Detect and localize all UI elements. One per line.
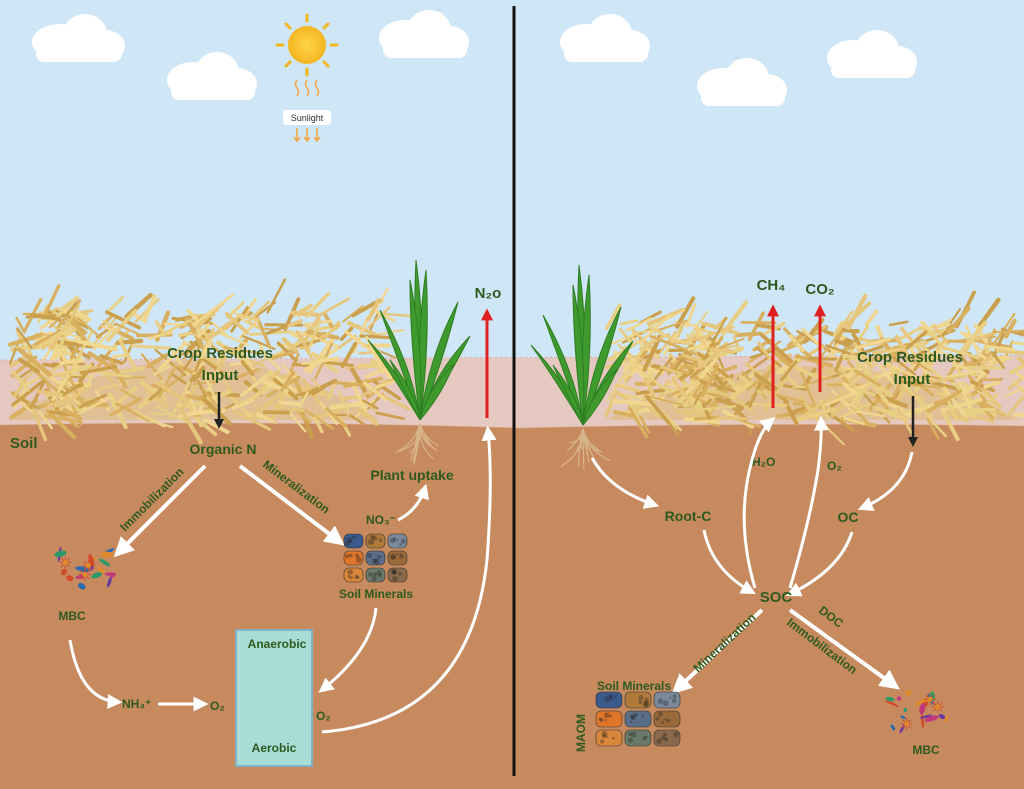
rootc-to-soc-arrow [702,529,756,595]
soil-minerals-left-label: Soil Minerals [339,587,413,601]
soc-to-h2o-arrow [742,417,776,589]
immobilization-arrow [113,464,207,558]
cloud-icon [32,10,917,106]
oc-to-soc-arrow [785,531,854,597]
o2-label: O₂ [827,459,842,473]
microbe-icon [54,546,117,590]
input-to-oc-arrow [857,451,914,511]
oc-label: OC [838,509,859,525]
sunlight-label: Sunlight [291,113,324,123]
sun-icon [275,13,339,77]
wheat-plant-left [367,259,471,466]
minerals-to-box-arrow [318,607,378,693]
crop-residue-pile-right [604,290,1024,446]
maom-label: MAOM [574,714,588,752]
mbc-to-nh4-arrow [68,639,123,709]
root-c-label: Root-C [665,508,712,524]
microbe-icon [884,690,949,734]
soc-immobilization-arrow [788,608,900,690]
plant-uptake-label: Plant uptake [370,467,453,483]
organic-n-label: Organic N [190,441,257,457]
o2-to-n2o-arrow [321,425,497,734]
root-to-rootc-arrow [590,457,660,509]
soil-label: Soil [10,435,38,452]
soc-to-o2-arrow [788,415,830,589]
right-crop-input-label-2: Input [894,371,931,388]
mbc-right-label: MBC [912,743,940,757]
mineralization-arrow [238,464,345,546]
o2-right-label: O₂ [316,709,331,723]
right-crop-input-label-1: Crop Residues [857,349,963,366]
oxygen-zone-box [235,629,313,767]
left-crop-input-label-2: Input [202,367,239,384]
left-crop-input-label-1: Crop Residues [167,345,273,362]
aerobic-label: Aerobic [252,741,297,755]
no3-label: NO₃⁻ [366,513,396,527]
soil-minerals-icon [343,533,408,583]
co2-label: CO₂ [805,281,834,298]
nh4-label: NH₄⁺ [122,697,151,711]
soc-label: SOC [760,589,793,606]
n2o-label: N₂o [475,285,502,302]
mbc-left-label: MBC [58,609,86,623]
sunlight-tag [283,110,331,125]
o2-left-label: O₂ [210,699,225,713]
sunlight-rays-icon [293,79,321,143]
crop-residue-pile-left [8,278,415,445]
anaerobic-label: Anaerobic [248,637,307,651]
soil-minerals-icon [595,691,681,747]
uptake-arrow [397,483,429,522]
h2o-label: H₂O [752,455,775,469]
wheat-plant-right [530,264,634,470]
soil-layer [0,423,1024,789]
soil-minerals-right-label: Soil Minerals [597,679,671,693]
soc-mineralization-arrow [671,608,764,695]
ch4-label: CH₄ [757,277,786,294]
